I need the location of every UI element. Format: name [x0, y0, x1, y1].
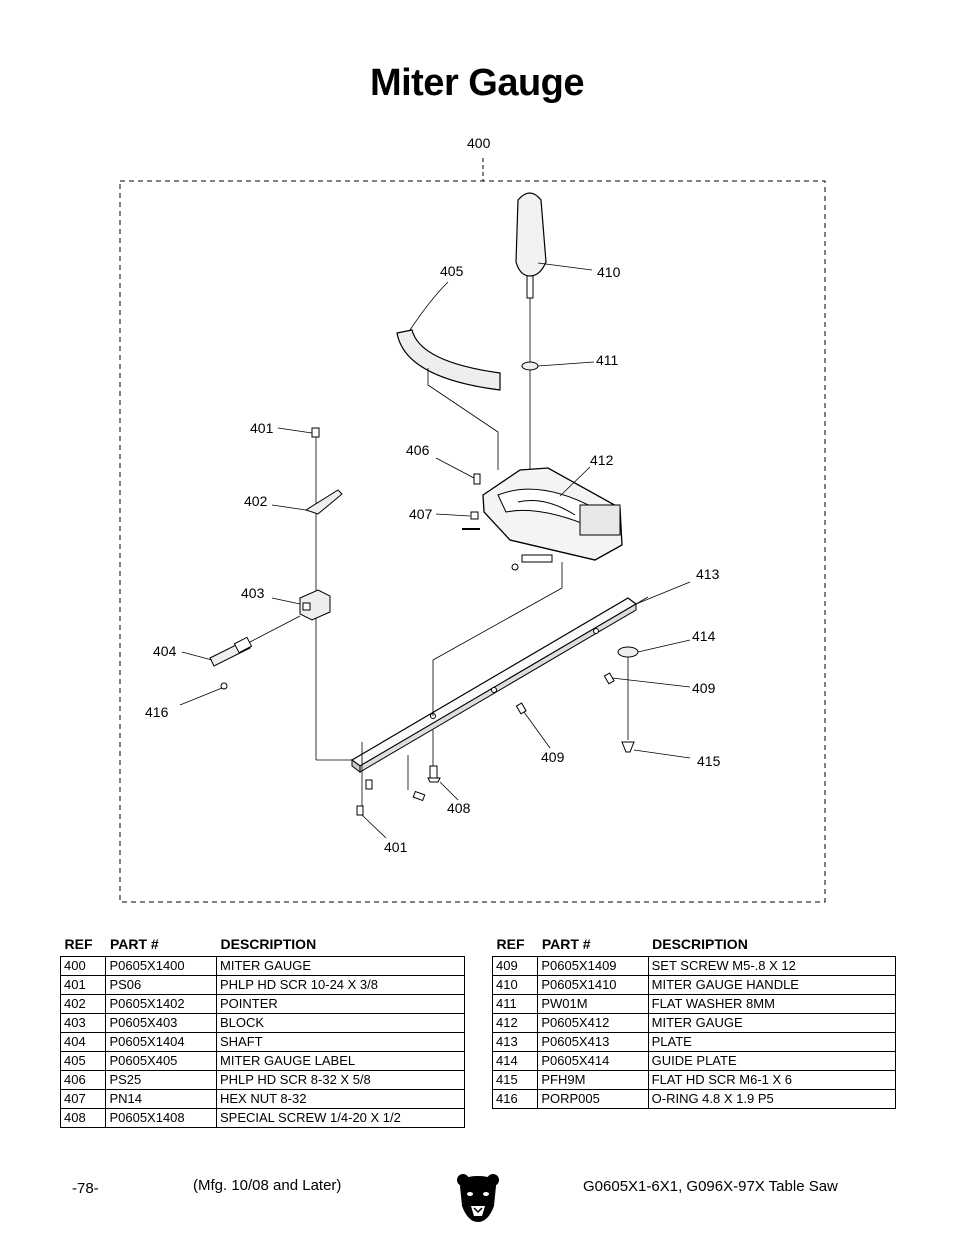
callout-401-bottom: 401	[384, 839, 408, 855]
callout-405: 405	[440, 263, 464, 279]
callout-404: 404	[153, 643, 177, 659]
callout-401-top: 401	[250, 420, 274, 436]
callout-416: 416	[145, 704, 169, 720]
guide-plate-part	[617, 646, 639, 658]
bear-head-icon	[457, 1174, 499, 1222]
callout-408: 408	[447, 800, 471, 816]
callout-402: 402	[244, 493, 268, 509]
manufacture-date-note: (Mfg. 10/08 and Later)	[193, 1177, 342, 1194]
header-desc: DESCRIPTION	[220, 936, 317, 952]
callout-411: 411	[596, 352, 619, 368]
callout-413: 413	[696, 566, 720, 582]
header-desc: DESCRIPTION	[652, 936, 748, 952]
gauge-label-part	[396, 329, 501, 391]
callout-409-mid: 409	[541, 749, 565, 765]
block-part	[299, 589, 331, 621]
pointer-part	[304, 489, 343, 515]
assembly-frame	[119, 180, 826, 903]
header-ref: REF	[64, 936, 93, 952]
callout-409-right: 409	[692, 680, 716, 696]
header-part: PART #	[541, 936, 591, 952]
header-ref: REF	[496, 936, 525, 952]
callout-400: 400	[467, 135, 491, 151]
callout-407: 407	[409, 506, 433, 522]
callout-410: 410	[597, 264, 621, 280]
header-part: PART #	[109, 936, 159, 952]
model-name: G0605X1-6X1, G096X-97X Table Saw	[583, 1178, 838, 1195]
callout-415: 415	[697, 753, 721, 769]
shaft-part	[209, 615, 301, 667]
callout-412: 412	[590, 452, 614, 468]
callout-403: 403	[241, 585, 265, 601]
exploded-diagram: 400 410 405 411 401 406 412 402 407 403 …	[119, 135, 826, 903]
page-number: -78-	[72, 1180, 99, 1197]
callout-406: 406	[406, 442, 430, 458]
plate-part	[350, 597, 638, 773]
miter-gauge-body	[482, 467, 623, 571]
callout-414: 414	[692, 628, 716, 644]
washer-part	[521, 361, 539, 371]
page-title: Miter Gauge	[369, 62, 585, 104]
handle-part	[515, 192, 547, 475]
